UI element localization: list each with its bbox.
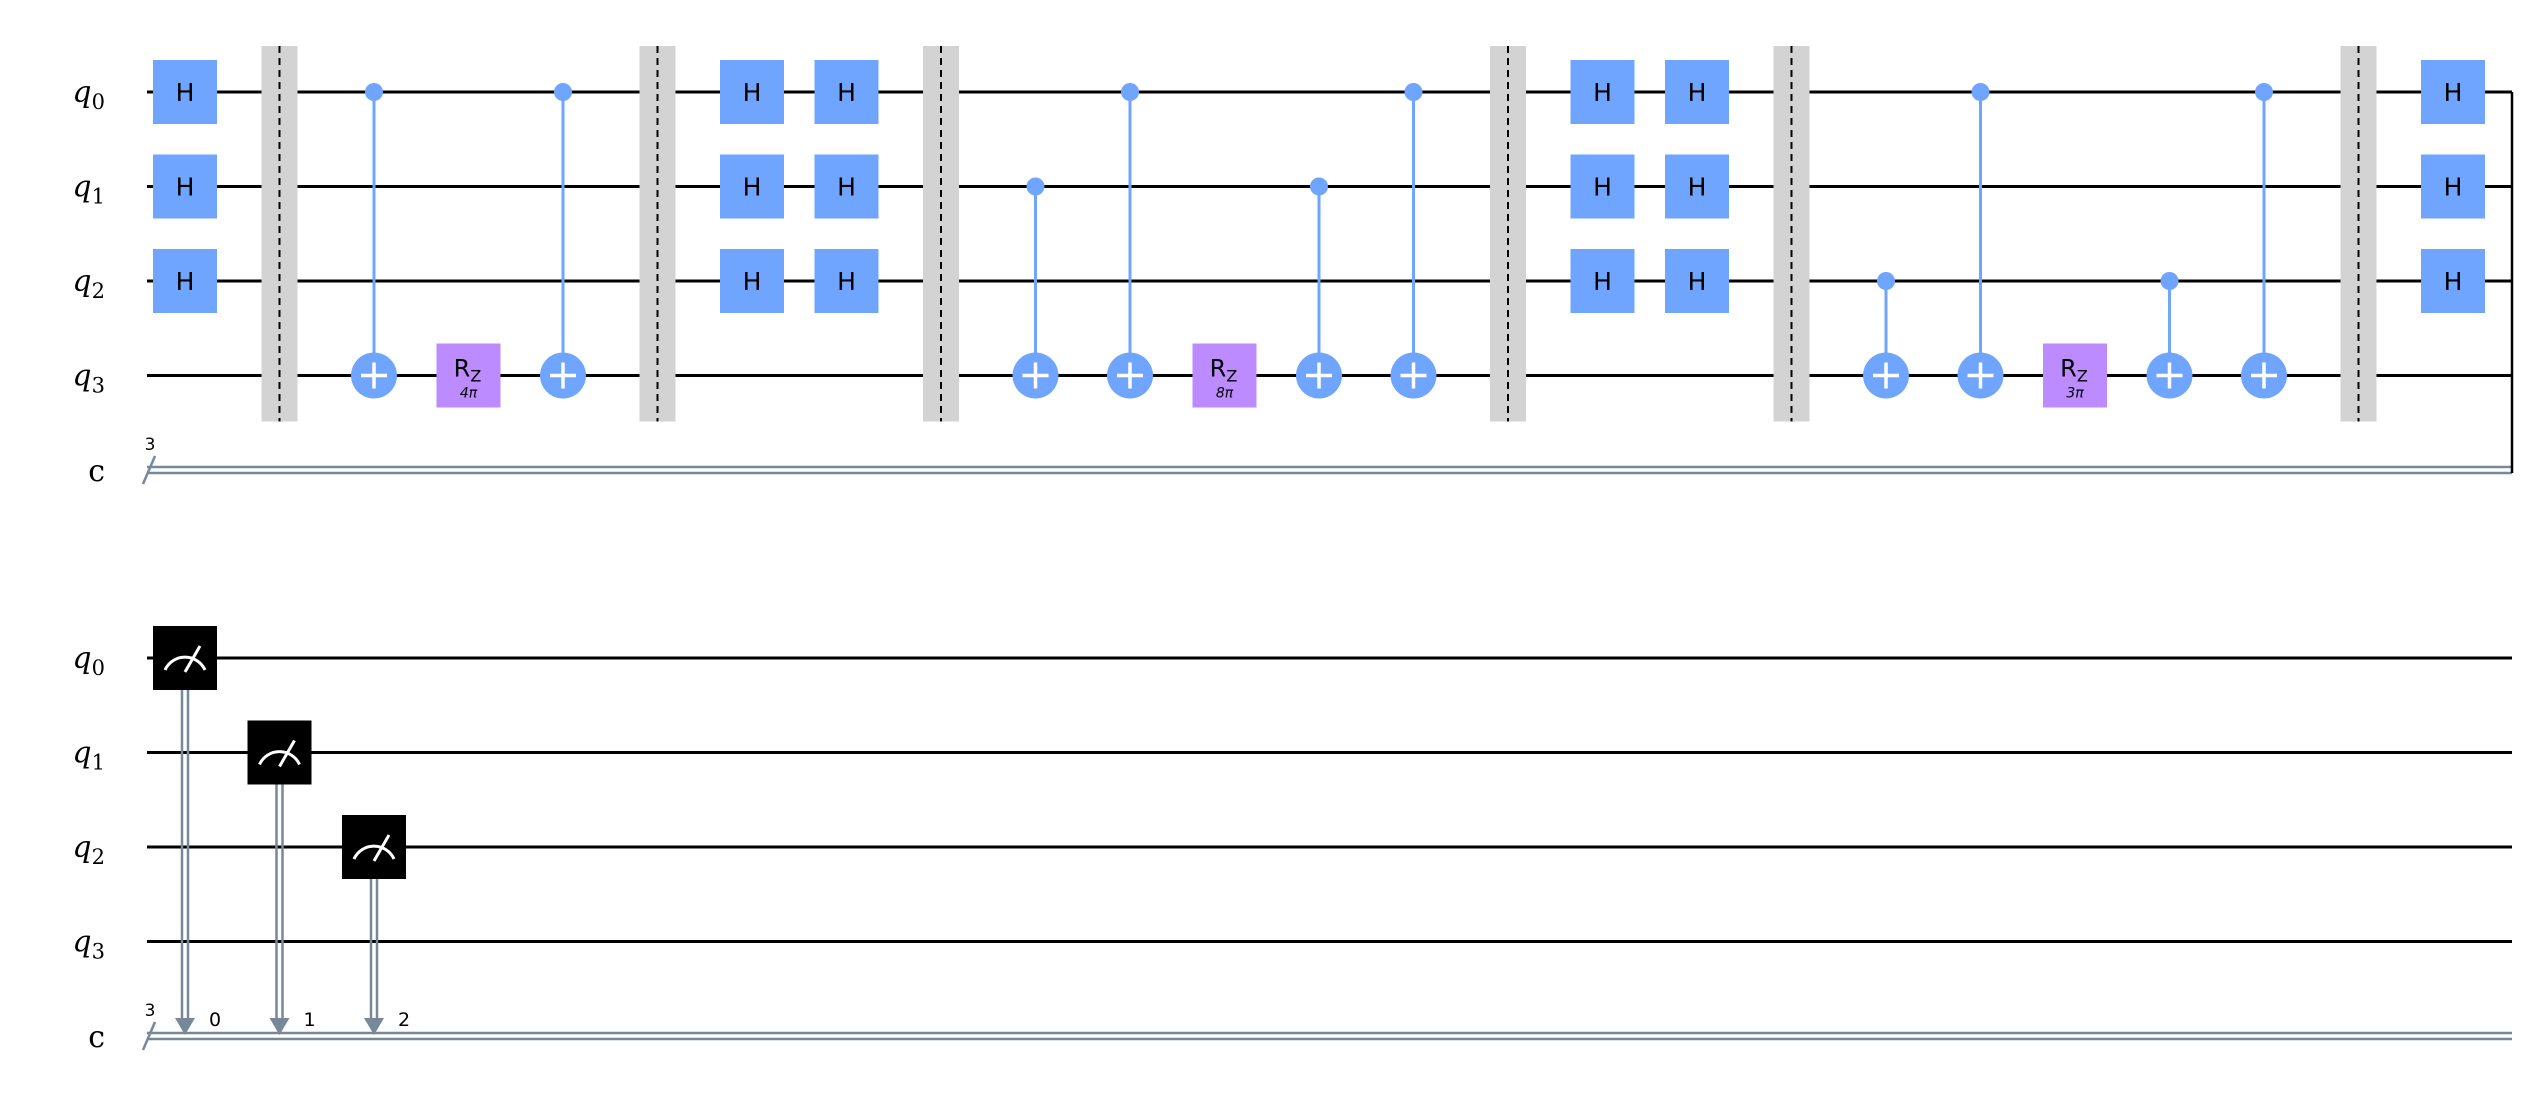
row-1-h-gate[interactable] [814,249,879,313]
row-1-rz-gate-label: RZ [454,355,482,386]
row-2-measure-arrow [364,1018,384,1035]
row-1-cx-control-dot[interactable] [1121,83,1139,101]
row-2-measure-clbit-label: 1 [304,1009,316,1031]
row-1-rz-gate[interactable] [436,343,501,408]
row-1-classical-label: c [88,454,105,489]
row-1-h-gate[interactable] [2421,154,2485,219]
row-1-qubit-label-q3: q3 [72,359,105,398]
row-1-barrier [923,46,959,422]
row-1-h-gate[interactable] [720,249,784,313]
meter-arc-icon [258,750,301,766]
row-1-h-gate[interactable] [153,154,217,219]
row-1-cx-control-dot[interactable] [365,83,383,101]
row-1-cx-control-dot[interactable] [1971,83,1990,101]
row-1-h-gate[interactable] [1665,249,1729,313]
row-1-h-gate[interactable] [814,154,879,219]
row-1-cx-control-dot[interactable] [1026,177,1045,196]
row-2-classical-label: c [88,1020,105,1055]
row-1-cx-control-dot[interactable] [2160,272,2179,290]
row-1-h-gate[interactable] [720,154,784,219]
row-1-barrier [1773,46,1810,422]
row-2-measure-clbit-label: 0 [209,1009,221,1031]
row-2-qubit-label-q2: q2 [72,830,105,869]
row-1-h-gate-label: H [743,78,762,107]
row-1-h-gate-label: H [1688,78,1707,107]
row-1-rz-gate[interactable] [1192,343,1257,408]
row-1-h-gate-label: H [1593,173,1612,202]
row-1-h-gate-label: H [743,173,762,202]
row-1-barrier [1490,46,1526,422]
row-1-h-gate-label: H [837,78,856,107]
row-1-h-gate-label: H [2444,173,2463,202]
row-1-rz-gate-param: 4π [460,386,478,402]
row-1-h-gate-label: H [2444,267,2463,296]
row-1-h-gate-label: H [1593,267,1612,296]
row-2-measure-clbit-label: 2 [398,1009,410,1031]
row-2-measure-arrow [269,1018,290,1035]
meter-arc-icon [163,655,207,671]
row-2-bus-slash [141,1021,157,1051]
row-1-qubit-label-q1: q1 [72,170,105,209]
row-1-h-gate[interactable] [153,60,217,124]
meter-needle-icon [278,739,296,768]
row-1-rz-gate[interactable] [2043,343,2107,408]
row-1-rz-gate-label: RZ [1210,355,1238,386]
row-2-qubit-label-q0: q0 [72,641,105,680]
row-1-h-gate[interactable] [2421,60,2485,124]
meter-arc-icon [352,844,396,860]
row-1-h-gate-label: H [743,267,762,296]
row-2-qubit-label-q1: q1 [72,736,105,775]
row-1-h-gate-label: H [837,267,856,296]
row-1-rz-gate-param: 8π [1216,386,1234,402]
row-1-rz-gate-label: RZ [2060,355,2088,386]
row-1-barrier [2340,46,2377,422]
row-1-qubit-label-q2: q2 [72,264,105,303]
row-1-classical-size: 3 [145,435,156,455]
row-1-cx-control-dot[interactable] [1310,177,1328,196]
row-1-barrier [261,46,298,422]
row-2-classical-size: 3 [145,1001,156,1021]
row-1-qubit-label-q0: q0 [72,75,105,114]
row-1-h-gate-label: H [837,173,856,202]
row-1-cx-control-dot[interactable] [1404,83,1423,101]
meter-needle-icon [372,834,391,862]
row-1-h-gate[interactable] [1665,60,1729,124]
row-1-cx-control-dot[interactable] [2255,83,2273,101]
row-1-h-gate[interactable] [814,60,879,124]
row-1-h-gate-label: H [1593,78,1612,107]
row-1-h-gate[interactable] [2421,249,2485,313]
row-1-h-gate[interactable] [1570,60,1635,124]
row-2-qubit-label-q3: q3 [72,925,105,964]
row-1-h-gate-label: H [1688,173,1707,202]
meter-needle-icon [183,645,202,673]
row-1-h-gate[interactable] [1665,154,1729,219]
row-1-rz-gate-param: 3π [2066,386,2084,402]
row-1-h-gate-label: H [176,267,195,296]
row-2-measure-arrow [175,1018,195,1035]
row-1-h-gate[interactable] [153,249,217,313]
row-1-h-gate[interactable] [720,60,784,124]
row-1-h-gate-label: H [176,78,195,107]
row-1-h-gate[interactable] [1570,249,1635,313]
row-1-cx-control-dot[interactable] [554,83,572,101]
row-1-h-gate-label: H [176,173,195,202]
row-1-barrier [639,46,676,422]
row-1-h-gate-label: H [2444,78,2463,107]
row-1-cx-control-dot[interactable] [1877,272,1895,290]
row-1-bus-slash [141,455,157,485]
row-1-h-gate[interactable] [1570,154,1635,219]
row-1-h-gate-label: H [1688,267,1707,296]
